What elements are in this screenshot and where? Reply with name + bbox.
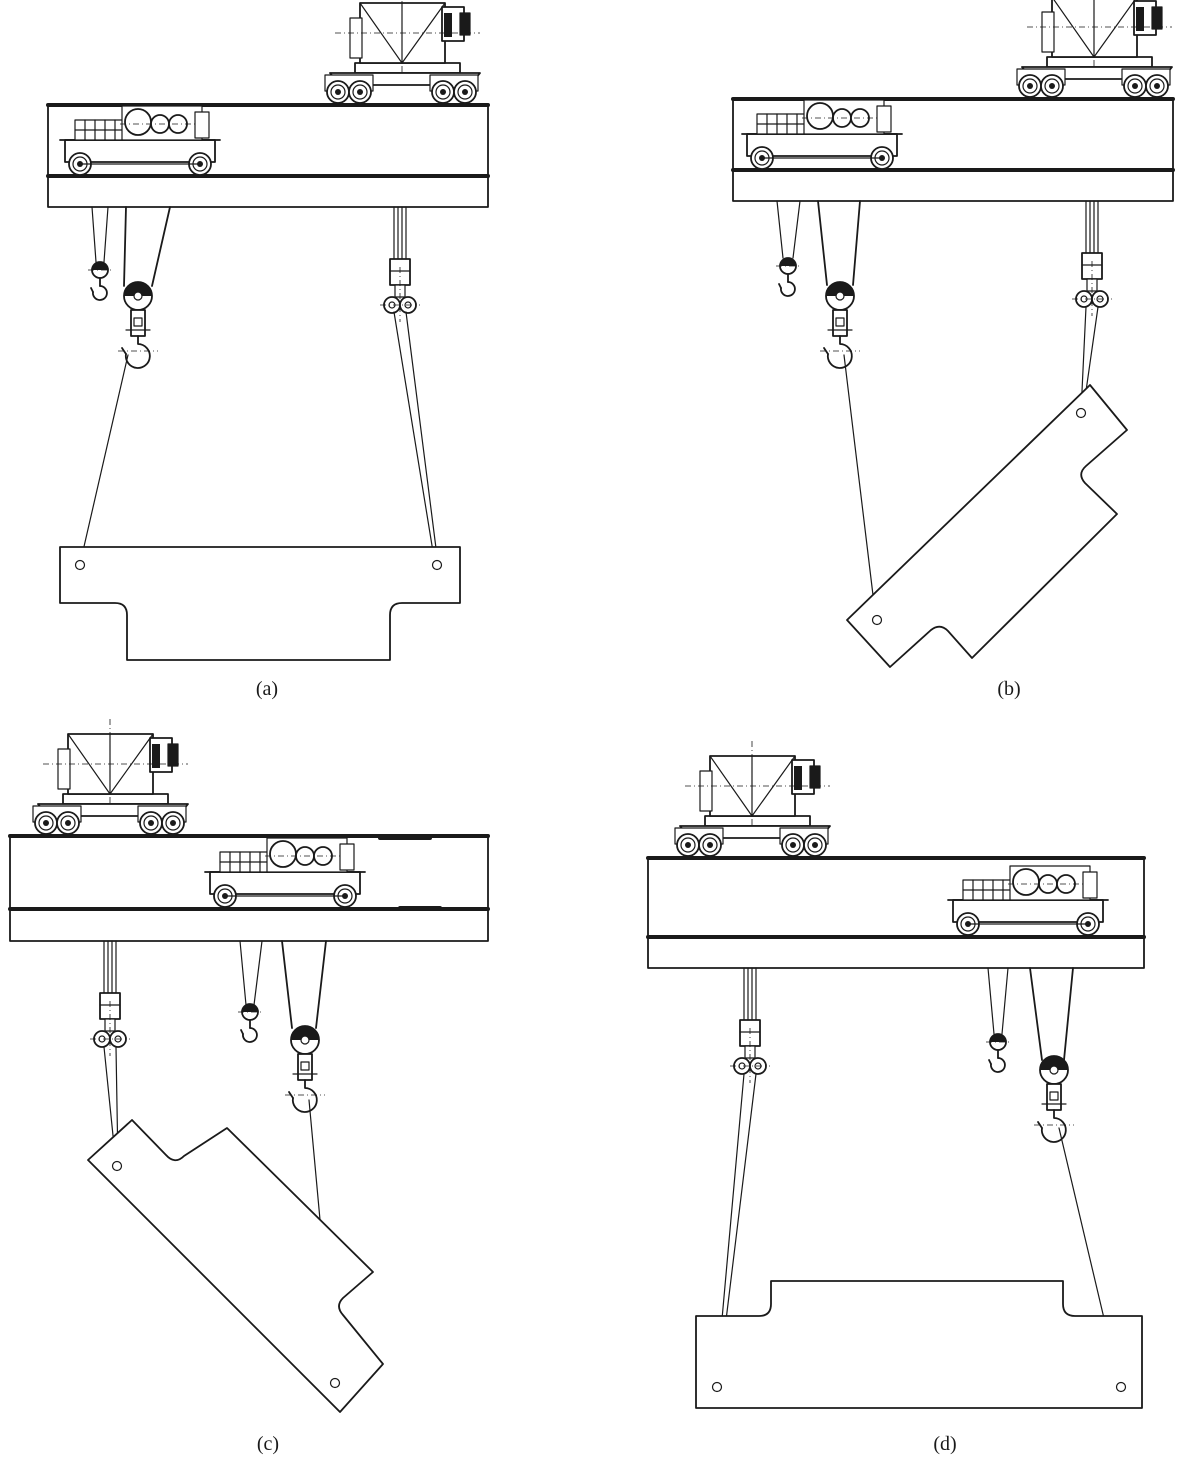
lifted-plate-load xyxy=(87,1119,384,1413)
caption-c: (c) xyxy=(257,1433,279,1455)
auxiliary-hook xyxy=(87,261,113,301)
panel-d: (d) xyxy=(646,741,1146,1455)
overhead-crane-girder xyxy=(731,97,1175,202)
panel-c: (c) xyxy=(8,719,490,1455)
panel-a: (a) xyxy=(46,0,490,700)
lifted-plate-load xyxy=(846,384,1128,668)
auxiliary-hook xyxy=(237,1003,263,1043)
main-hook xyxy=(1033,1055,1075,1143)
main-hook xyxy=(117,281,159,369)
hoist-ropes xyxy=(987,967,1074,1061)
hoist-ropes xyxy=(91,206,171,287)
caption-b: (b) xyxy=(997,678,1020,700)
main-hook xyxy=(819,281,861,369)
upper-trolley xyxy=(33,719,188,834)
double-hook-block xyxy=(1071,200,1113,317)
caption-a: (a) xyxy=(256,678,278,700)
sling-ropes xyxy=(79,311,439,565)
panel-b: (b) xyxy=(731,0,1175,700)
upper-trolley xyxy=(675,741,830,856)
lifted-plate-load xyxy=(59,546,461,661)
auxiliary-hook xyxy=(775,257,801,297)
hoist-ropes xyxy=(776,200,861,286)
double-hook-block xyxy=(89,940,131,1057)
upper-trolley xyxy=(1017,0,1172,97)
caption-d: (d) xyxy=(933,1433,956,1455)
double-hook-block xyxy=(379,206,421,323)
hoist-ropes xyxy=(239,940,327,1029)
auxiliary-hook xyxy=(985,1033,1011,1073)
upper-trolley xyxy=(325,0,480,103)
main-hook xyxy=(284,1025,326,1113)
double-hook-block xyxy=(729,967,771,1084)
lifted-plate-load xyxy=(695,1280,1143,1409)
